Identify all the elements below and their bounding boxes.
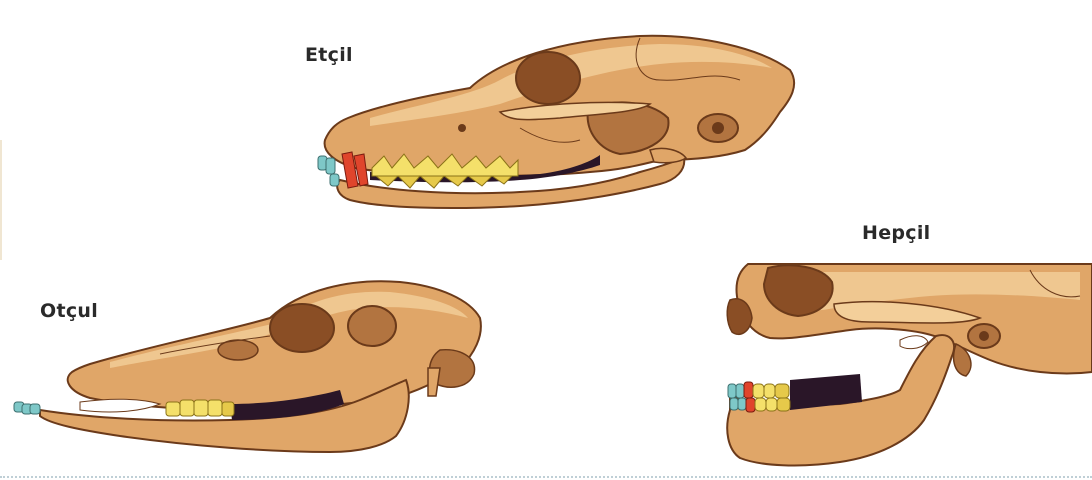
herbivore-incisors [14, 402, 40, 414]
carnivore-skull [318, 36, 794, 208]
herbivore-temporal-fossa [348, 306, 396, 346]
label-omnivore: Hepçil [862, 222, 930, 244]
label-carnivore: Etçil [305, 44, 353, 66]
bottom-dotted-border [0, 476, 1092, 478]
herbivore-diastema [80, 399, 160, 412]
left-edge-strip [0, 140, 2, 260]
omnivore-upper-teeth [728, 382, 789, 398]
omnivore-lower-teeth [730, 398, 790, 412]
omnivore-ear-canal [979, 331, 989, 341]
carnivore-ear-hole [712, 122, 724, 134]
herbivore-jaw-process [428, 368, 440, 396]
label-herbivore: Otçul [40, 300, 98, 322]
omnivore-jaw-notch [900, 336, 928, 349]
herbivore-molars [166, 400, 234, 416]
omnivore-skull [727, 264, 1092, 465]
carnivore-nostril-spot [458, 124, 466, 132]
carnivore-orbit [516, 52, 580, 104]
herbivore-orbit [270, 304, 334, 352]
